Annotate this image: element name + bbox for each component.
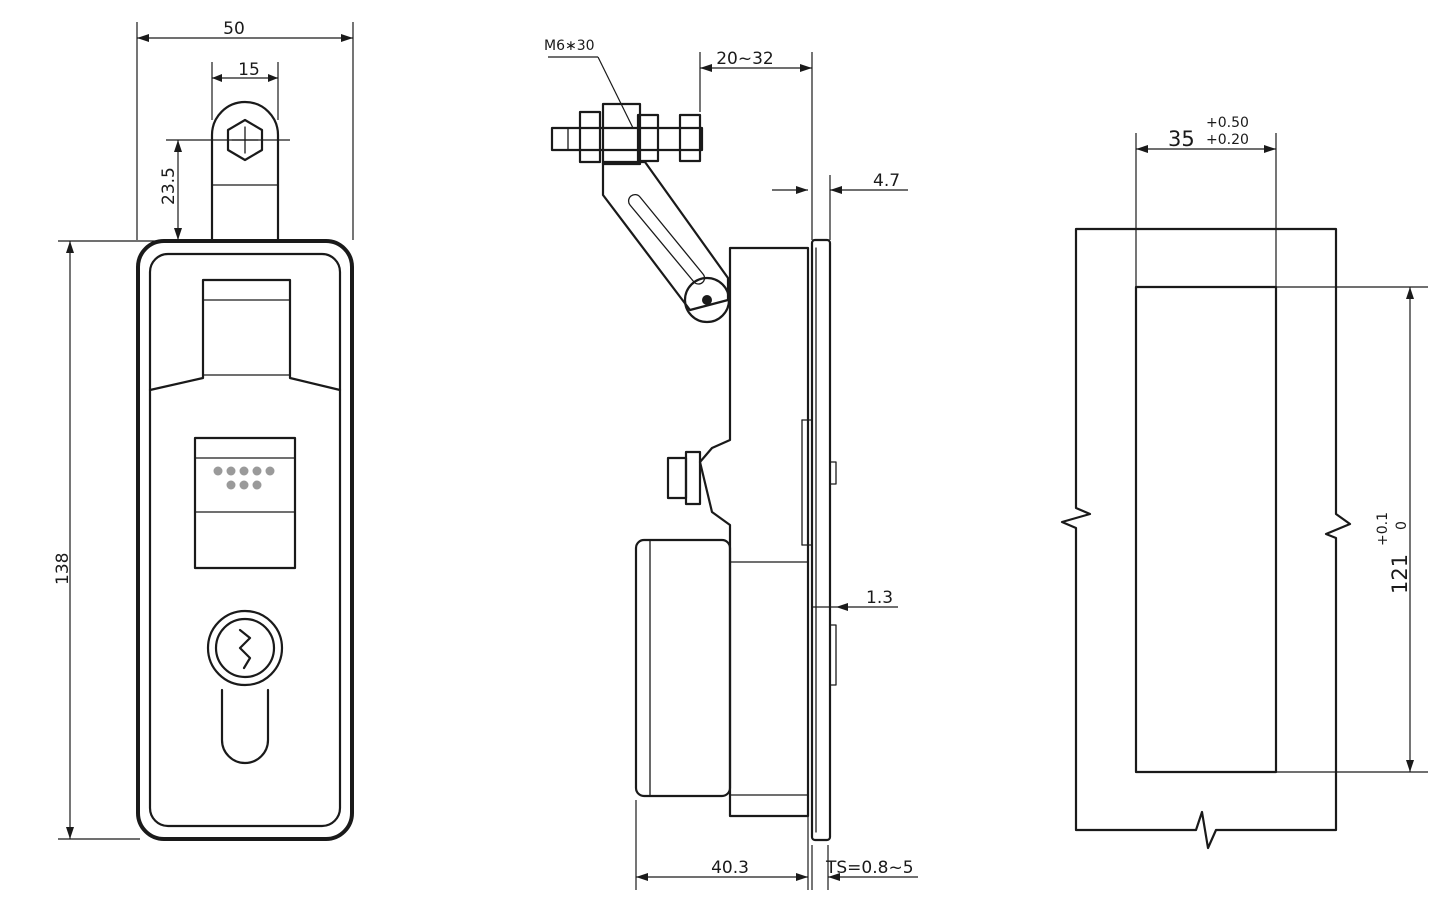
keyhole-slot xyxy=(220,688,270,765)
bracket-arm xyxy=(601,160,730,312)
dim-flange-4-7: 4.7 xyxy=(873,171,900,191)
dim-height-138: 138 xyxy=(53,553,73,585)
cutout-view: 35 +0.50 +0.20 121 +0.1 0 xyxy=(1060,115,1428,850)
dim-handle-15: 15 xyxy=(238,60,260,80)
side-screw xyxy=(666,456,688,500)
dim-cutout-height: 121 xyxy=(1388,554,1412,594)
bolt-shaft xyxy=(550,126,704,152)
side-view: M6∗30 20~32 4.7 1.3 40.3 TS=0.8~5 xyxy=(544,38,918,890)
cutout-opening xyxy=(1134,285,1278,774)
dim-cutout-height-lower: 0 xyxy=(1394,521,1410,530)
front-body xyxy=(136,239,354,841)
dim-cutout-width: 35 xyxy=(1168,127,1195,151)
dim-depth-40-3: 40.3 xyxy=(711,858,749,878)
handle-tab xyxy=(210,100,280,242)
panel-outline xyxy=(1060,227,1352,850)
label-m6-screw: M6∗30 xyxy=(544,38,595,54)
dim-width-50: 50 xyxy=(223,19,245,39)
dim-cutout-width-lower: +0.20 xyxy=(1206,132,1249,148)
nut-right xyxy=(678,113,702,163)
front-view: 50 15 23.5 138 xyxy=(53,19,354,841)
dim-range-20-32: 20~32 xyxy=(716,49,774,69)
dim-cutout-width-upper: +0.50 xyxy=(1206,115,1249,131)
slot-icon xyxy=(627,193,706,285)
dim-plate-1-3: 1.3 xyxy=(866,588,893,608)
keypad-window xyxy=(193,436,297,570)
dim-cutout-height-upper: +0.1 xyxy=(1375,512,1391,546)
key-cylinder-icon xyxy=(206,609,284,687)
housing-base xyxy=(634,538,732,798)
dim-offset-23-5: 23.5 xyxy=(159,167,179,205)
dim-ts: TS=0.8~5 xyxy=(825,858,914,878)
nut-left xyxy=(578,110,602,164)
hex-nut-icon xyxy=(226,118,264,162)
face-plate xyxy=(810,238,832,842)
latch-recess xyxy=(148,278,342,392)
housing xyxy=(698,246,810,818)
